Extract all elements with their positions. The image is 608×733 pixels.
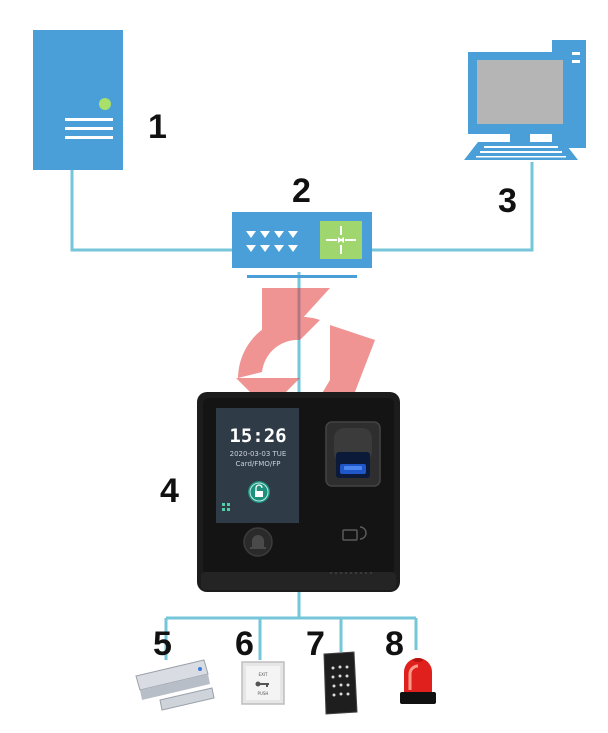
server-to-switch-line xyxy=(70,170,232,252)
exit-button-text-bottom: PUSH xyxy=(258,691,269,696)
exit-button-text-top: EXIT xyxy=(259,672,268,677)
server-icon xyxy=(33,30,123,170)
label-alarm: 8 xyxy=(385,625,404,663)
unlock-icon xyxy=(248,481,270,503)
label-magnetic-lock: 5 xyxy=(153,625,172,663)
doorbell-button-icon xyxy=(243,527,273,557)
label-terminal: 4 xyxy=(160,472,179,510)
desktop-computer-icon xyxy=(464,40,586,160)
access-control-terminal: 15:26 2020-03-03 TUE Card/FMO/FP xyxy=(197,392,400,592)
label-card-reader: 7 xyxy=(306,625,325,663)
screen-date: 2020-03-03 TUE xyxy=(230,450,287,458)
network-switch-icon xyxy=(232,212,372,278)
exit-button-icon: EXIT PUSH xyxy=(241,661,285,705)
alarm-light-icon xyxy=(400,658,436,704)
label-pc: 3 xyxy=(498,182,517,220)
screen-time: 15:26 xyxy=(229,425,286,447)
label-exit-button: 6 xyxy=(235,625,254,663)
pc-to-switch-line xyxy=(372,162,534,252)
screen-mode: Card/FMO/FP xyxy=(236,460,281,468)
card-reader-area-icon xyxy=(342,526,367,541)
fingerprint-sensor-icon xyxy=(325,421,381,487)
magnetic-lock-icon xyxy=(135,659,215,711)
keypad-card-reader-icon xyxy=(323,651,358,715)
label-server: 1 xyxy=(148,108,167,146)
menu-grid-icon xyxy=(222,503,230,511)
label-switch: 2 xyxy=(292,172,311,210)
